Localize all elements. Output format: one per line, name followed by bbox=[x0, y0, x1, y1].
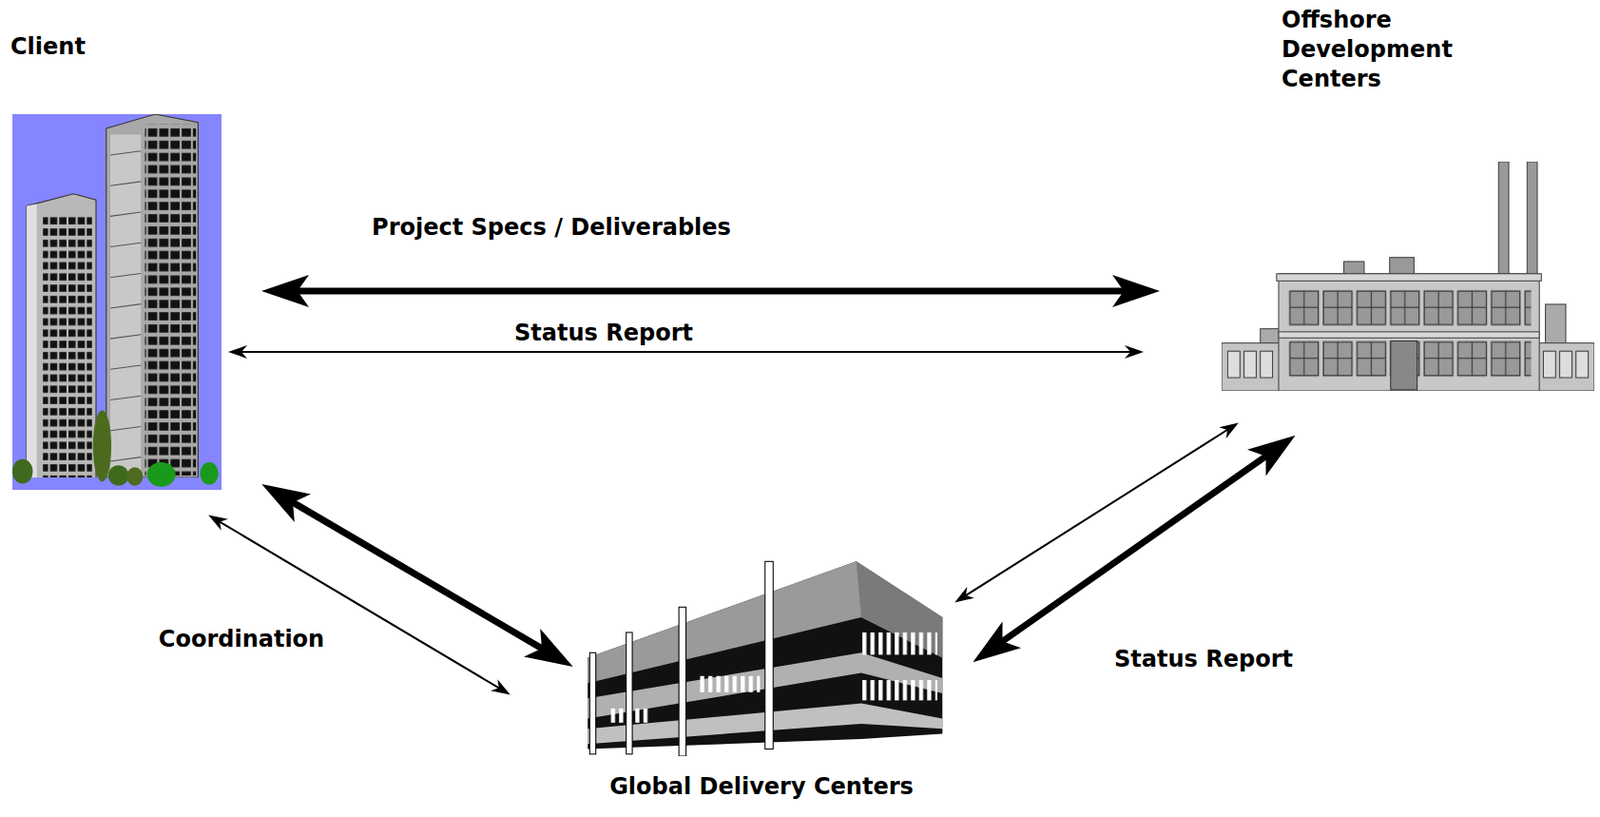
thin-connector bbox=[236, 350, 1136, 353]
thin-connector bbox=[962, 426, 1232, 598]
node-label: Offshore Development Centers bbox=[1221, 5, 1472, 95]
thin-connector bbox=[215, 519, 503, 691]
edge-label: Status Report bbox=[510, 318, 697, 347]
edge-label: Status Report bbox=[1110, 644, 1297, 674]
factory-illustration bbox=[1221, 161, 1595, 391]
edge-label: Project Specs / Deliverables bbox=[367, 212, 735, 242]
office-complex-illustration bbox=[576, 556, 947, 756]
node-label: Client bbox=[7, 32, 230, 62]
node-label: Global Delivery Centers bbox=[570, 771, 953, 802]
thick-connector bbox=[282, 288, 1139, 295]
offshore-center: Offshore Development Centers bbox=[1221, 5, 1595, 392]
thick-connector bbox=[989, 446, 1278, 650]
client-building: Client bbox=[7, 32, 236, 495]
office-tower-illustration bbox=[12, 114, 222, 490]
edge-label: Coordination bbox=[154, 624, 328, 654]
delivery-center: Global Delivery Centers bbox=[570, 556, 953, 802]
